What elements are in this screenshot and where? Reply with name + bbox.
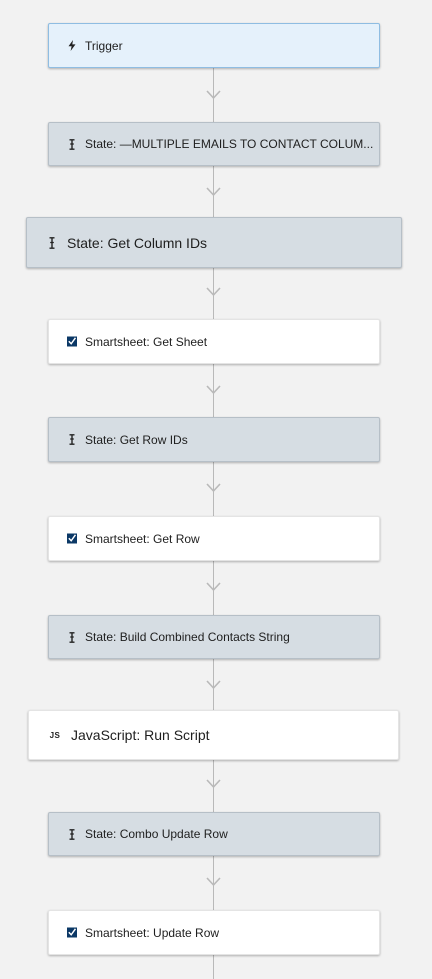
state-icon xyxy=(67,631,77,643)
step-label: Smartsheet: Get Row xyxy=(85,531,200,546)
state-icon xyxy=(47,236,57,249)
step-state-build-combined-contacts[interactable]: State: Build Combined Contacts String xyxy=(48,615,380,659)
chevron-down-icon xyxy=(206,385,221,395)
step-smartsheet-get-sheet[interactable]: Smartsheet: Get Sheet xyxy=(48,319,380,364)
step-trigger[interactable]: Trigger xyxy=(48,23,380,68)
smartsheet-icon xyxy=(67,927,77,939)
state-icon xyxy=(67,434,77,446)
step-label: State: —MULTIPLE EMAILS TO CONTACT COLUM… xyxy=(85,137,374,151)
step-label: State: Get Column IDs xyxy=(67,234,208,251)
step-label: Smartsheet: Update Row xyxy=(85,925,220,940)
state-icon xyxy=(67,828,77,840)
step-state-combo-update-row[interactable]: State: Combo Update Row xyxy=(48,812,380,856)
state-icon xyxy=(67,138,77,150)
chevron-down-icon xyxy=(206,680,221,690)
connector-line xyxy=(213,659,214,711)
chevron-down-icon xyxy=(206,187,221,197)
chevron-down-icon xyxy=(206,582,221,592)
chevron-down-icon xyxy=(206,90,221,100)
connector-line xyxy=(213,955,214,979)
step-label: State: Get Row IDs xyxy=(85,432,188,447)
smartsheet-icon xyxy=(67,336,77,348)
step-label: State: Combo Update Row xyxy=(85,827,228,841)
connector-line xyxy=(213,561,214,616)
step-label: Trigger xyxy=(85,38,123,53)
step-state-get-row-ids[interactable]: State: Get Row IDs xyxy=(48,417,380,462)
step-label: JavaScript: Run Script xyxy=(71,727,210,743)
chevron-down-icon xyxy=(206,877,221,887)
connector-line xyxy=(213,166,214,218)
smartsheet-icon xyxy=(67,533,77,545)
connector-line xyxy=(213,856,214,911)
connector-line xyxy=(213,68,214,123)
chevron-down-icon xyxy=(206,779,221,789)
chevron-down-icon xyxy=(206,483,221,493)
javascript-icon: JS xyxy=(49,730,61,740)
connector-line xyxy=(213,462,214,517)
step-state-multiple-emails[interactable]: State: —MULTIPLE EMAILS TO CONTACT COLUM… xyxy=(48,122,380,166)
connector-line xyxy=(213,364,214,418)
step-smartsheet-update-row[interactable]: Smartsheet: Update Row xyxy=(48,910,380,955)
step-state-get-column-ids[interactable]: State: Get Column IDs xyxy=(26,217,402,268)
step-javascript-run-script[interactable]: JS JavaScript: Run Script xyxy=(28,710,399,760)
step-label: Smartsheet: Get Sheet xyxy=(85,334,208,349)
chevron-down-icon xyxy=(206,287,221,297)
step-label: State: Build Combined Contacts String xyxy=(85,630,290,644)
step-smartsheet-get-row[interactable]: Smartsheet: Get Row xyxy=(48,516,380,561)
lightning-icon xyxy=(67,40,77,52)
